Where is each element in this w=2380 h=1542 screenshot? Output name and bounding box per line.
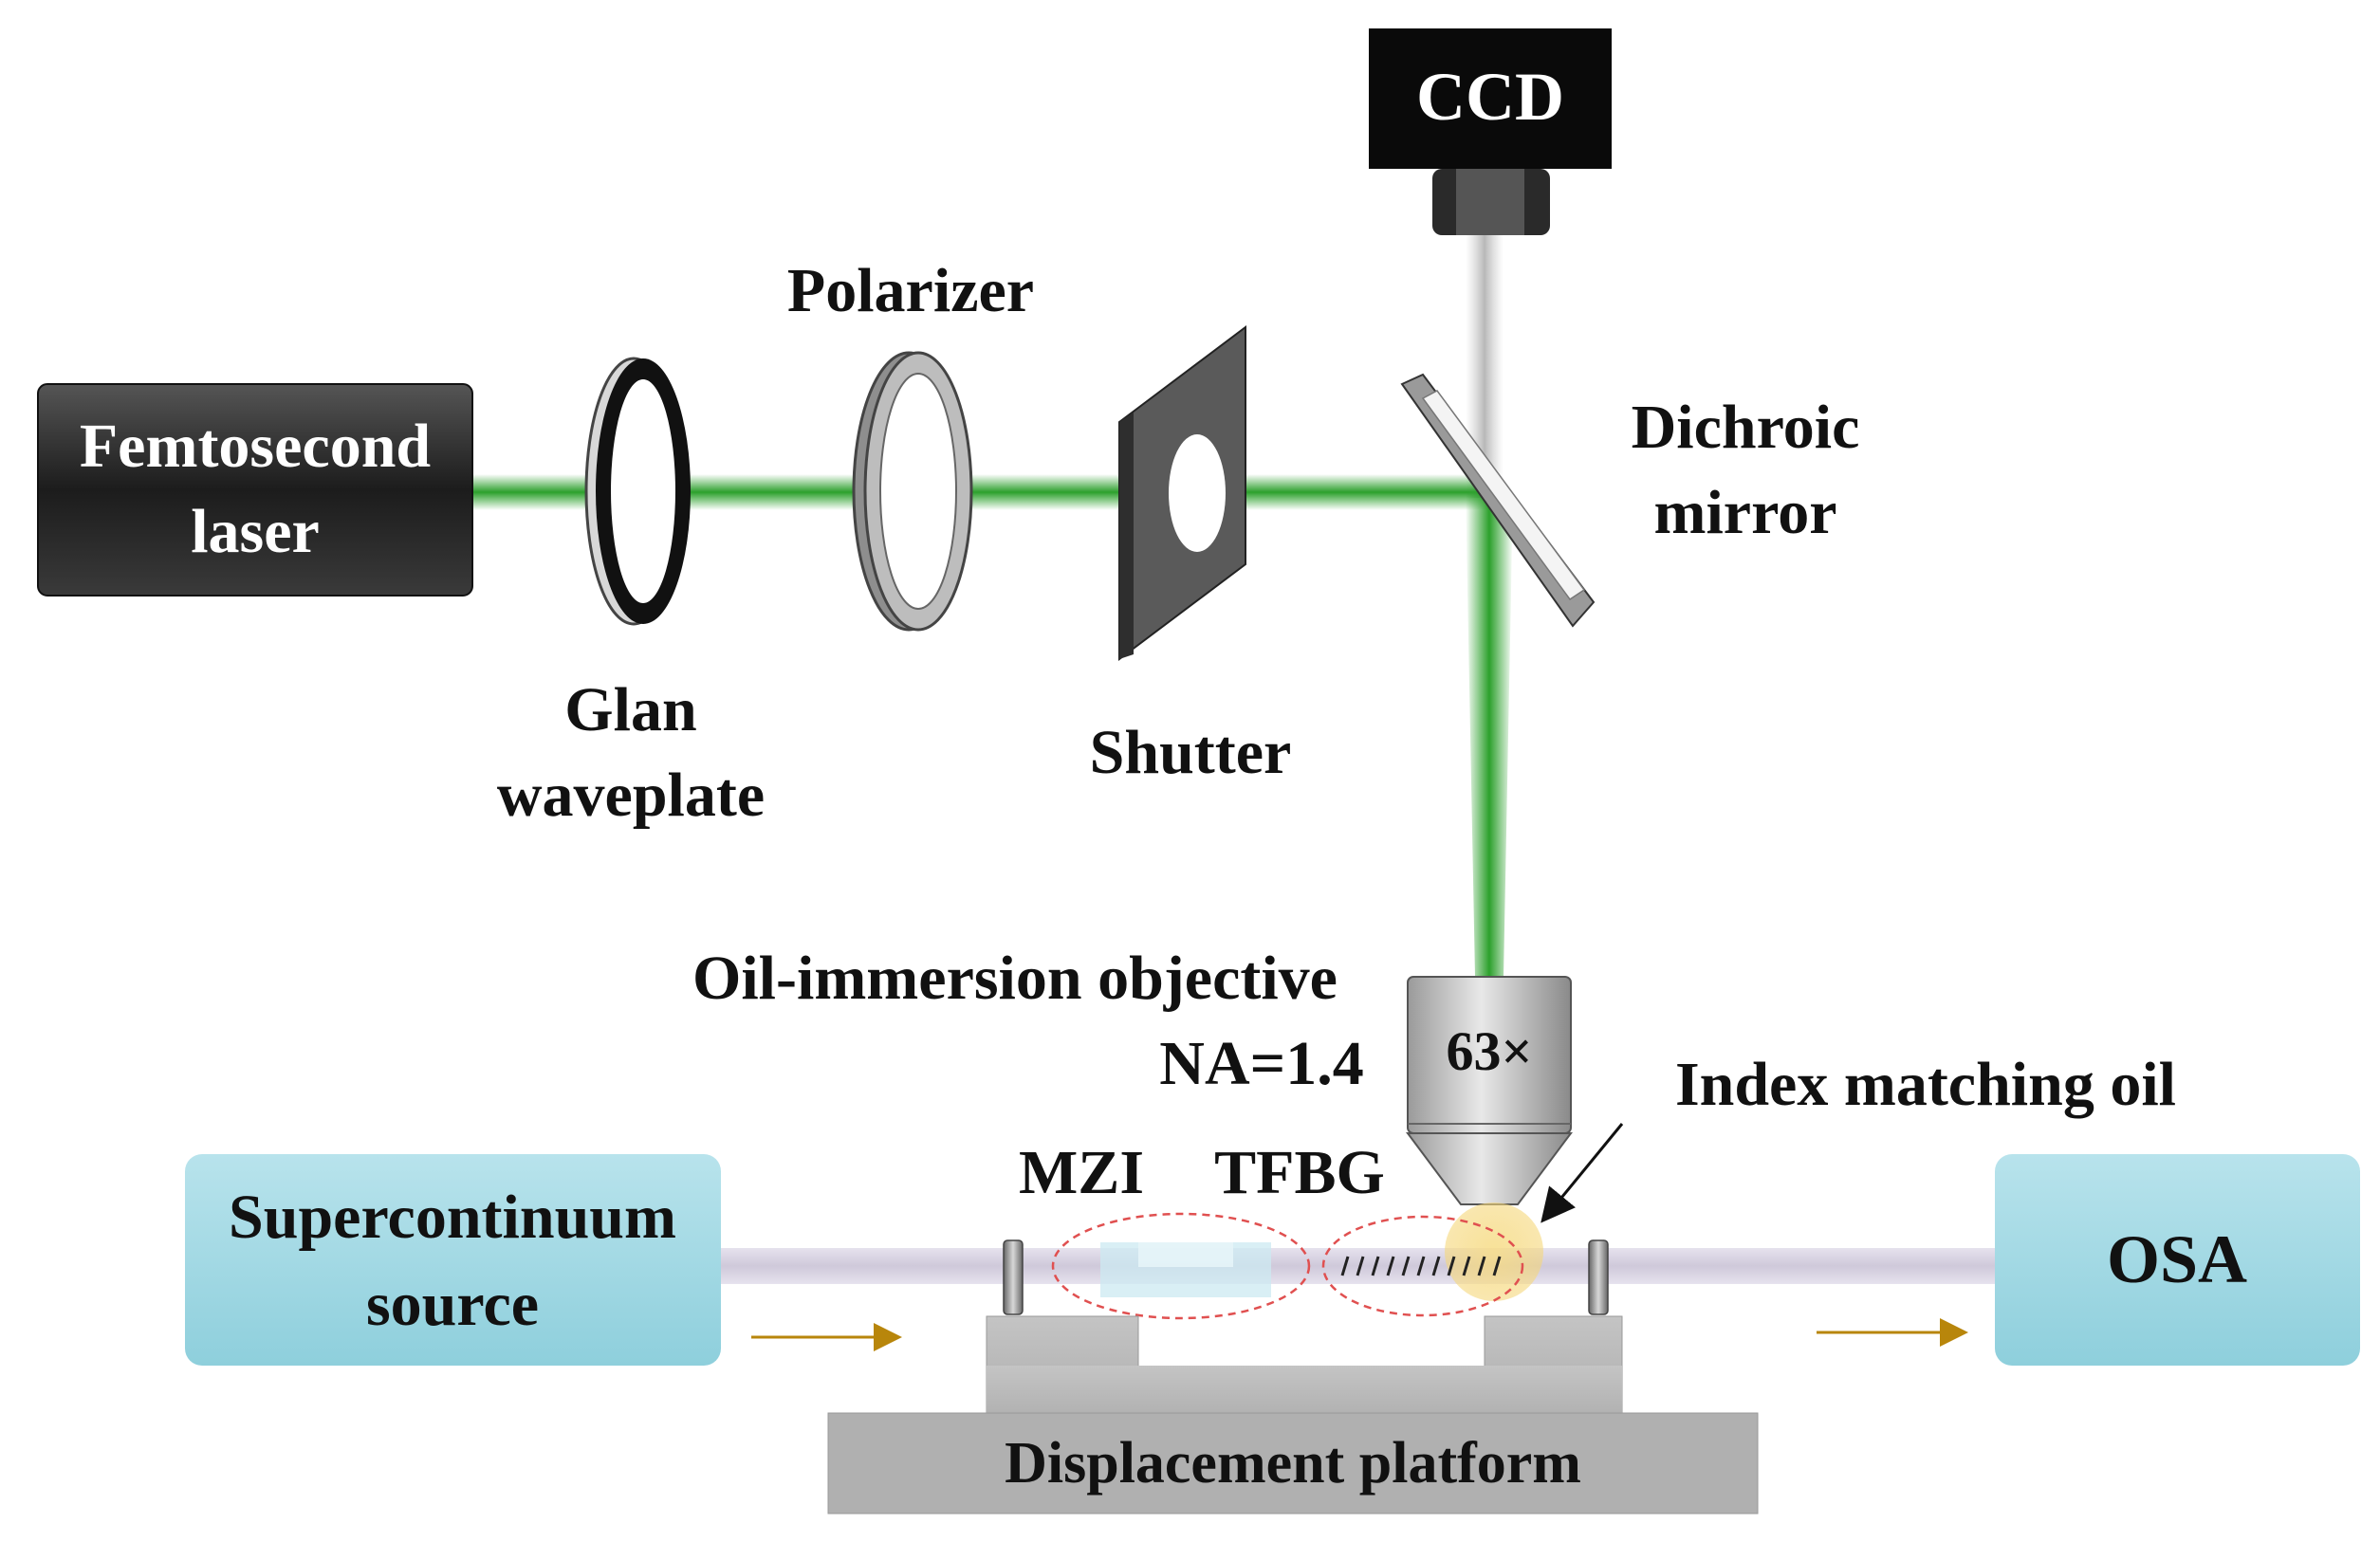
mzi-inner [1138,1242,1233,1267]
shutter [1118,324,1246,662]
polarizer [852,351,973,632]
right-clamp-post [1588,1239,1609,1315]
source-label-line1: Supercontinuum [229,1183,676,1252]
objective-label-line2: NA=1.4 [1159,1029,1363,1098]
osa-box [1995,1154,2360,1366]
oil-drop [1445,1202,1543,1301]
osa-label: OSA [2107,1221,2247,1297]
displacement-platform [827,1315,1759,1514]
shutter-label: Shutter [1090,718,1292,787]
dichroic-label-line2: mirror [1653,478,1836,547]
platform-label: Displacement platform [1005,1431,1581,1496]
left-clamp-post [1003,1239,1024,1315]
laser-beam-vertical [1466,493,1513,977]
objective-magnification: 63× [1446,1020,1532,1082]
source-label-line2: source [366,1270,539,1339]
tfbg-label: TFBG [1214,1138,1385,1207]
laser-label-line1: Femtosecond [80,412,431,481]
tfbg-dashed-outline [1321,1215,1524,1317]
oil-label: Index matching oil [1675,1050,2176,1119]
ccd-label: CCD [1416,59,1564,135]
supercontinuum-source-box [185,1154,721,1366]
femtosecond-laser-box [37,383,473,597]
glan-label-line2: waveplate [497,761,765,830]
ccd-camera [1369,28,1612,235]
polarizer-label: Polarizer [787,256,1034,325]
glan-label-line1: Glan [564,675,696,744]
tfbg-grating [1340,1256,1502,1276]
glan-waveplate [584,357,691,626]
mzi-label: MZI [1019,1138,1144,1207]
mzi-dashed-outline [1051,1212,1311,1320]
oil-pointer-arrow [1541,1123,1624,1223]
objective-label-line1: Oil-immersion objective [692,944,1338,1013]
laser-label-line2: laser [191,497,320,566]
dichroic-mirror [1400,373,1596,628]
dichroic-label-line1: Dichroic [1632,393,1860,462]
oil-immersion-objective [1406,976,1573,1205]
